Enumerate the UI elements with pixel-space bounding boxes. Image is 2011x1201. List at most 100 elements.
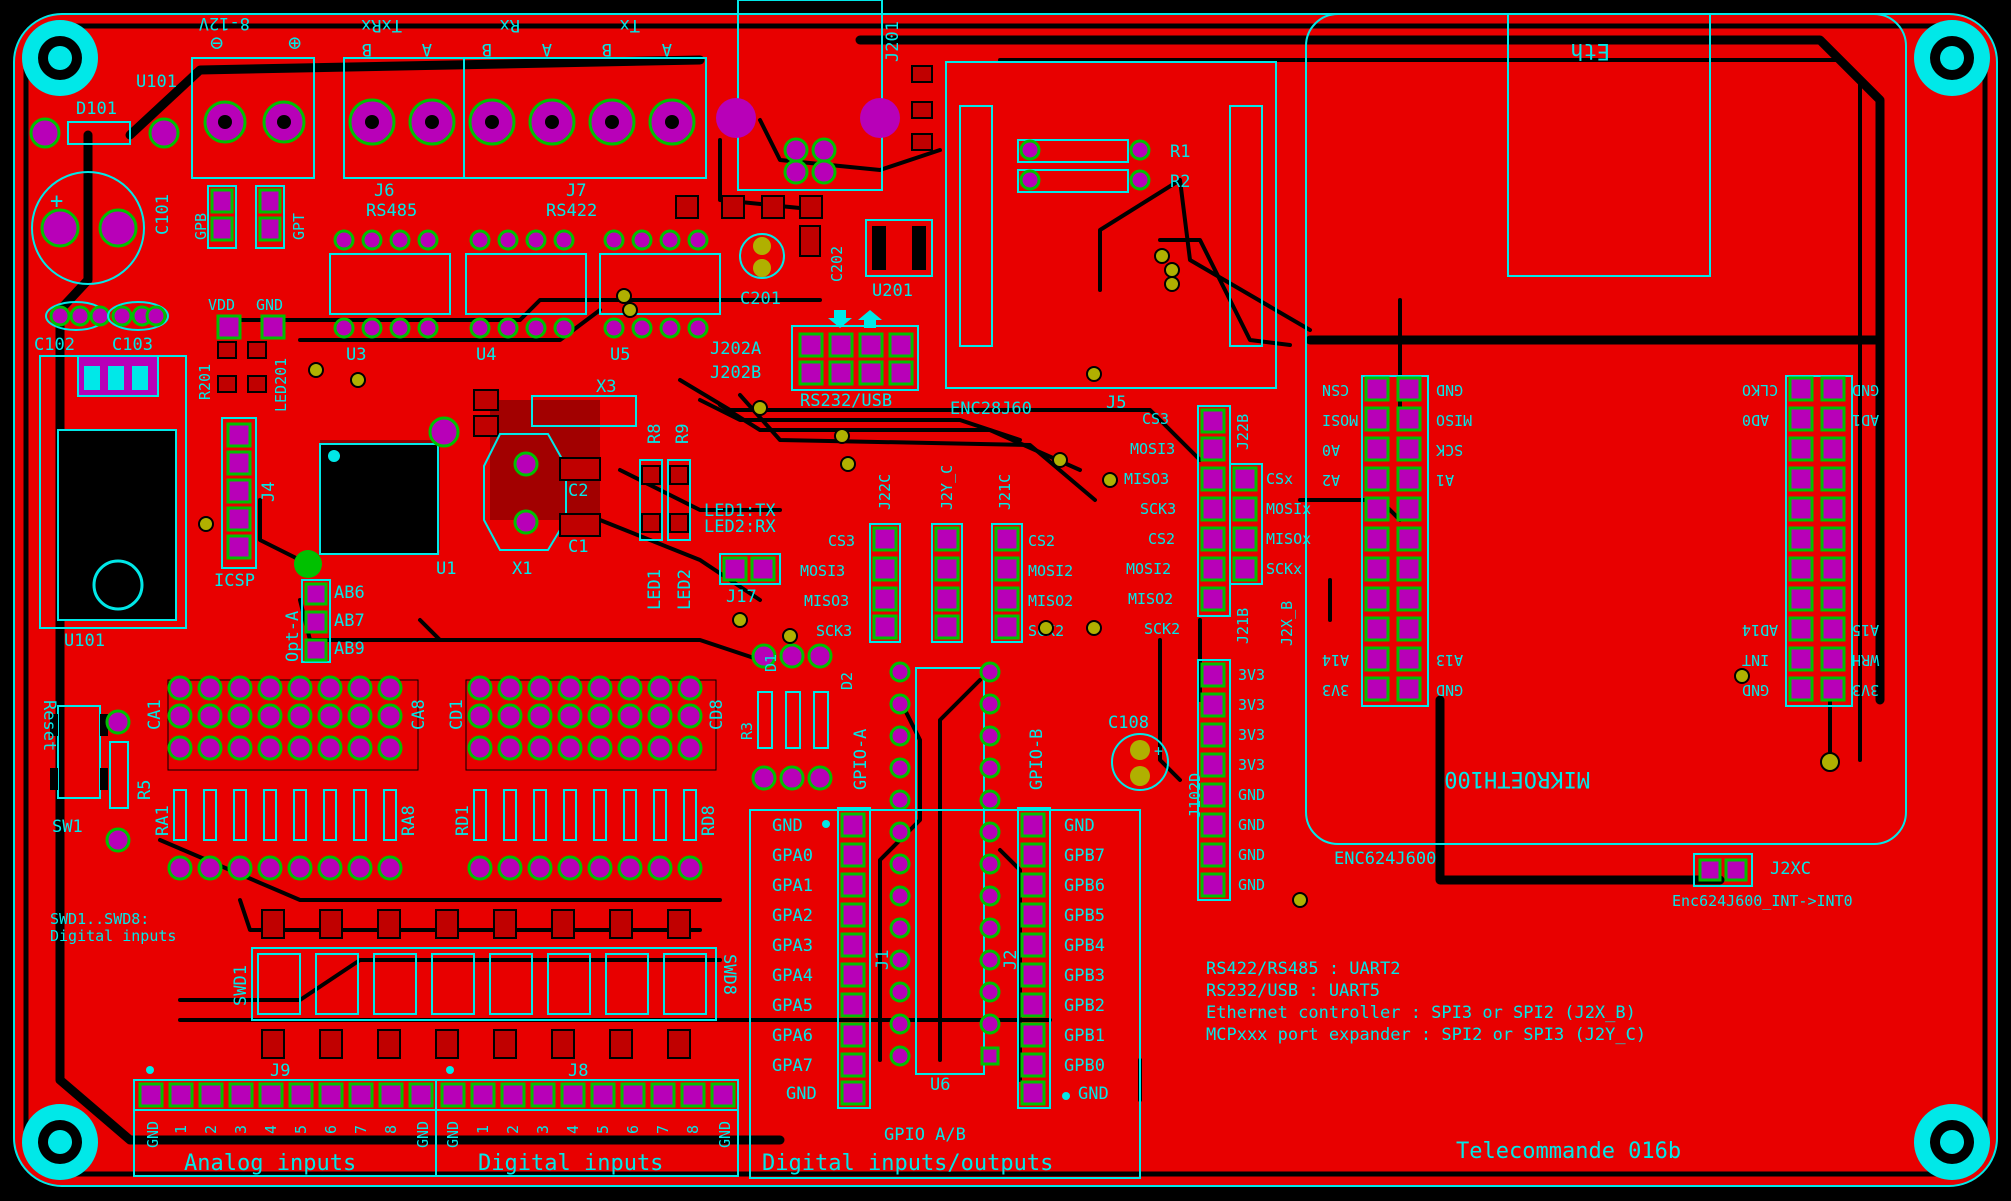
a2-label: A bbox=[542, 39, 552, 59]
rx-label: Rx bbox=[500, 15, 520, 35]
j5-label: J5 bbox=[1106, 393, 1126, 413]
gpa-pin-9: GPA7 bbox=[772, 1056, 813, 1076]
led1-label: LED1 bbox=[645, 569, 665, 610]
swd-note-line1: SWD1..SWD8: bbox=[50, 910, 149, 928]
rd1-label: RD1 bbox=[453, 805, 473, 836]
rs422-label: RS422 bbox=[546, 201, 597, 221]
c201-outline bbox=[739, 233, 785, 279]
opt-a-label: Opt-A bbox=[283, 611, 303, 662]
u201-label: U201 bbox=[872, 281, 913, 301]
u201-outline bbox=[865, 219, 933, 277]
power-section: ⊖ ⊕ 8-12V U101 D101 + C101 GPB GPT C102 … bbox=[29, 13, 315, 355]
mounting-hole-top-right bbox=[1914, 20, 1990, 96]
j201-outline bbox=[737, 0, 883, 191]
gpb-pin-10: GND bbox=[1078, 1084, 1109, 1104]
port-expander-u6: U6 GPIO-A GPIO-B bbox=[851, 661, 1047, 1095]
rs485-label: RS485 bbox=[366, 201, 417, 221]
enc624j600-label: ENC624J600 bbox=[1334, 849, 1436, 869]
gpa-pin-10: GND bbox=[786, 1084, 817, 1104]
b2-label: B bbox=[482, 39, 492, 59]
j9-pin-4: 3 bbox=[232, 1125, 250, 1134]
j202a-label: J202A bbox=[710, 339, 761, 359]
cs3-b-label: CS3 bbox=[1142, 410, 1169, 428]
eth-right-inner-10: INT bbox=[1742, 651, 1769, 669]
u6-label: U6 bbox=[930, 1075, 950, 1095]
miso2-b-label: MISO2 bbox=[1128, 590, 1173, 608]
icsp-header: J4 ICSP bbox=[214, 417, 279, 591]
u101-top-label: U101 bbox=[136, 72, 177, 92]
j2xc-connector: J2XC Enc624J600_INT->INT0 bbox=[1672, 853, 1853, 910]
mosi2-b-label: MOSI2 bbox=[1126, 560, 1171, 578]
board-title: Telecommande 016b bbox=[1456, 1139, 1681, 1164]
tx-label: Tx bbox=[620, 15, 640, 35]
vdd-label: VDD bbox=[208, 296, 235, 314]
eth-right-inner-9: AD14 bbox=[1742, 621, 1778, 639]
j4-label: J4 bbox=[259, 482, 279, 502]
j1-label: J1 bbox=[873, 950, 893, 970]
j9-pin-3: 2 bbox=[202, 1125, 220, 1134]
r5-label: R5 bbox=[135, 780, 155, 800]
mosi3-b-label: MOSI3 bbox=[1130, 440, 1175, 458]
led2-label: LED2 bbox=[675, 569, 695, 610]
mikroeth-module: Eth MIKROETH100 ENC624J600 bbox=[1305, 13, 1907, 869]
mikroeth-label: MIKROETH100 bbox=[1444, 766, 1590, 791]
spi-jumpers: J22C J2Y_C J21C CS3 MOSI3 MISO3 SCK3 CS2… bbox=[800, 465, 1073, 643]
ra1-label: RA1 bbox=[153, 805, 173, 836]
j102d-label: J102D bbox=[1186, 773, 1204, 818]
j8-pin-3: 2 bbox=[504, 1125, 522, 1134]
j21b-label: J21B bbox=[1234, 608, 1252, 644]
c101-label: C101 bbox=[153, 194, 173, 235]
eth-right-outer-11: 3V3 bbox=[1852, 681, 1879, 699]
eth-right-outer-10: WRH bbox=[1852, 651, 1879, 669]
notes-block: RS422/RS485 : UART2 RS232/USB : UART5 Et… bbox=[1206, 959, 1681, 1164]
j8-pin-6: 5 bbox=[594, 1125, 612, 1134]
eth-right-inner-11: GND bbox=[1742, 681, 1769, 699]
txrx-label: TxRx bbox=[361, 15, 402, 35]
ca1-label: CA1 bbox=[145, 699, 165, 730]
j102d-pin-8: GND bbox=[1238, 876, 1265, 894]
miso3-b-label: MISO3 bbox=[1124, 470, 1169, 488]
traces bbox=[55, 35, 1885, 1145]
ab6-label: AB6 bbox=[334, 583, 365, 603]
j202b-label: J202B bbox=[710, 363, 761, 383]
a1-label: A bbox=[422, 39, 432, 59]
sw1-label: SW1 bbox=[52, 817, 83, 837]
eth-left-inner-2: MISO bbox=[1436, 411, 1472, 429]
cd8-label: CD8 bbox=[707, 699, 727, 730]
reset-switch: Reset R5 SW1 bbox=[39, 700, 155, 853]
power-terminal-block bbox=[191, 57, 315, 179]
mounting-hole-bottom-left bbox=[22, 1104, 98, 1180]
eth-left-inner-1: GND bbox=[1436, 381, 1463, 399]
miso2-a-label: MISO2 bbox=[1028, 592, 1073, 610]
j2x-b-label: J2X_B bbox=[1278, 601, 1296, 646]
gpb-pin-7: GPB2 bbox=[1064, 996, 1105, 1016]
eth-left-inner-10: A13 bbox=[1436, 651, 1463, 669]
j22c-label: J22C bbox=[876, 474, 894, 510]
j22b-label: J22B bbox=[1234, 414, 1252, 450]
j2y-c-label: J2Y_C bbox=[938, 465, 956, 510]
cs3-a-label: CS3 bbox=[828, 532, 855, 550]
cs2-b-label: CS2 bbox=[1148, 530, 1175, 548]
ra8-label: RA8 bbox=[399, 805, 419, 836]
swd8-label: SWD8 bbox=[719, 954, 739, 995]
b1-label: B bbox=[362, 39, 372, 59]
opt-a-jumpers: Opt-A AB6 AB7 AB9 bbox=[283, 550, 365, 663]
mosi3-a-label: MOSI3 bbox=[800, 562, 845, 580]
j102d-pin-6: GND bbox=[1238, 816, 1265, 834]
enc28j60-module: R1 R2 ENC28J60 J5 bbox=[945, 61, 1277, 419]
j9-pin-7: 6 bbox=[322, 1125, 340, 1134]
d101-outline bbox=[67, 121, 131, 145]
j2xc-label: J2XC bbox=[1770, 859, 1811, 879]
dip-switches: SWD1..SWD8: Digital inputs SWD1 SWD8 bbox=[50, 909, 739, 1059]
gpt-label: GPT bbox=[290, 213, 308, 240]
swd-note-line2: Digital inputs bbox=[50, 927, 176, 945]
gpa-pin-3: GPA1 bbox=[772, 876, 813, 896]
digital-inputs-label: Digital inputs bbox=[478, 1151, 663, 1176]
gpa-pin-2: GPA0 bbox=[772, 846, 813, 866]
eth-right-outer-1: GND bbox=[1852, 381, 1879, 399]
gpb-pin-1: GND bbox=[1064, 816, 1095, 836]
led201-label: LED201 bbox=[272, 358, 290, 412]
u5-label: U5 bbox=[610, 345, 630, 365]
gpb-pin-9: GPB0 bbox=[1064, 1056, 1105, 1076]
led2-rx-label: LED2:RX bbox=[704, 517, 776, 537]
